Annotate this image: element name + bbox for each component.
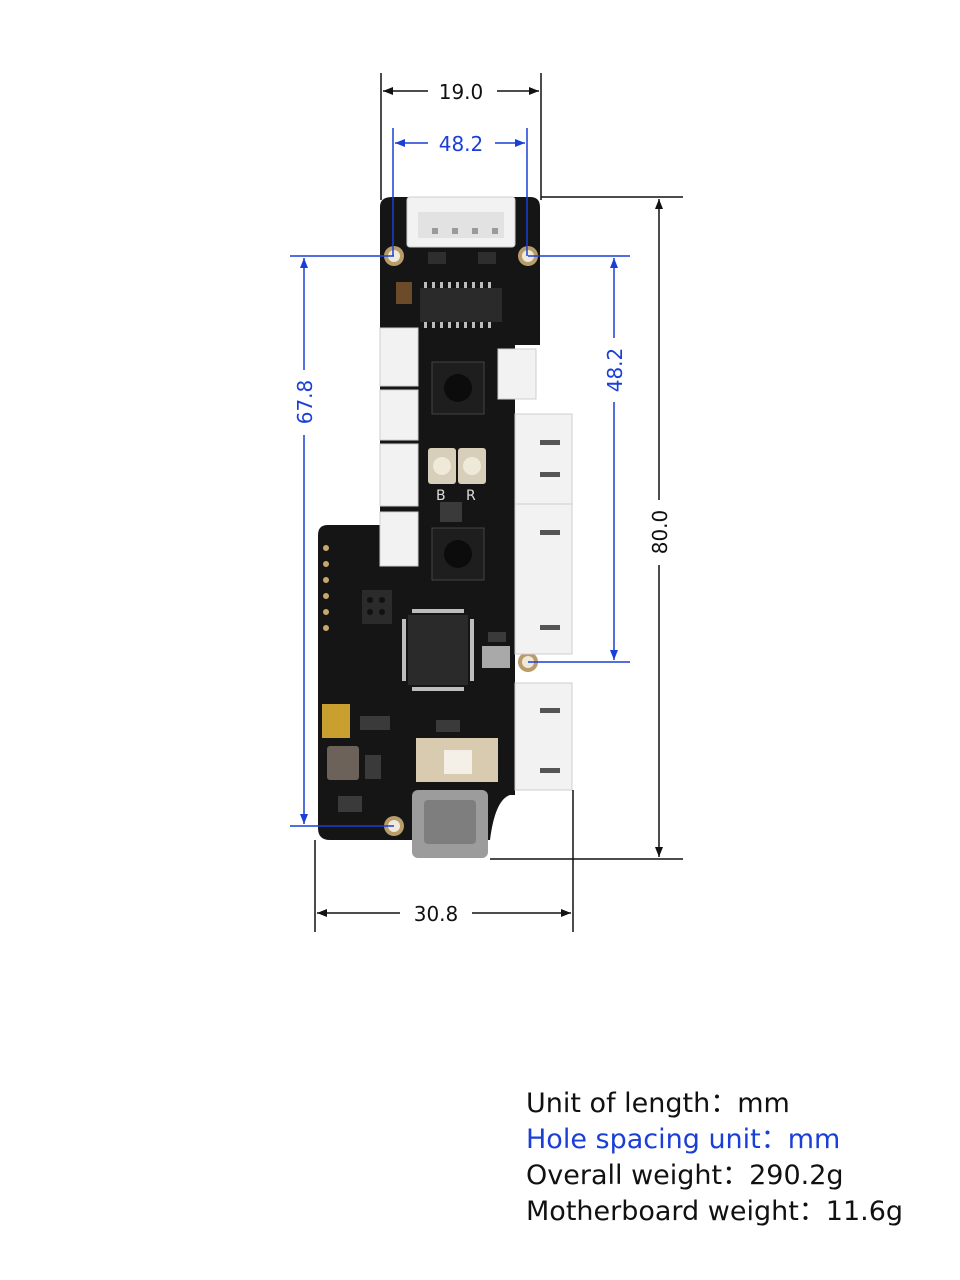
tactile-switch [431,361,485,581]
blue-dimensions [290,128,630,827]
left-connectors [379,327,419,567]
button-r-label: R [466,488,476,504]
dim-top-hole-spacing: 48.2 [439,132,484,156]
hole-spacing-unit: Hole spacing unit：mm [526,1124,841,1155]
button-b-label: B [436,488,446,504]
dim-right-hole-spacing: 48.2 [603,348,627,393]
dim-bottom-width: 30.8 [414,902,459,926]
unit-of-length: Unit of length：mm [526,1088,790,1119]
pcb-outline [318,197,540,840]
driver-chip [420,288,502,322]
right-large-connectors [514,413,573,791]
small-buttons: B R [428,448,486,504]
black-dimensions [314,73,683,932]
right-small-connector [497,348,537,400]
spec-info: Unit of length：mm Hole spacing unit：mm O… [526,1086,903,1230]
overall-weight: Overall weight：290.2g [526,1160,844,1191]
mcu-chip [408,615,468,685]
motherboard-weight: Motherboard weight：11.6g [526,1196,904,1227]
dim-top-width: 19.0 [439,80,484,104]
dim-overall-height: 80.0 [648,510,672,555]
dimension-diagram: B R [290,73,683,932]
pcb-board: B R [318,196,573,858]
dim-left-hole-spacing: 67.8 [293,380,317,425]
